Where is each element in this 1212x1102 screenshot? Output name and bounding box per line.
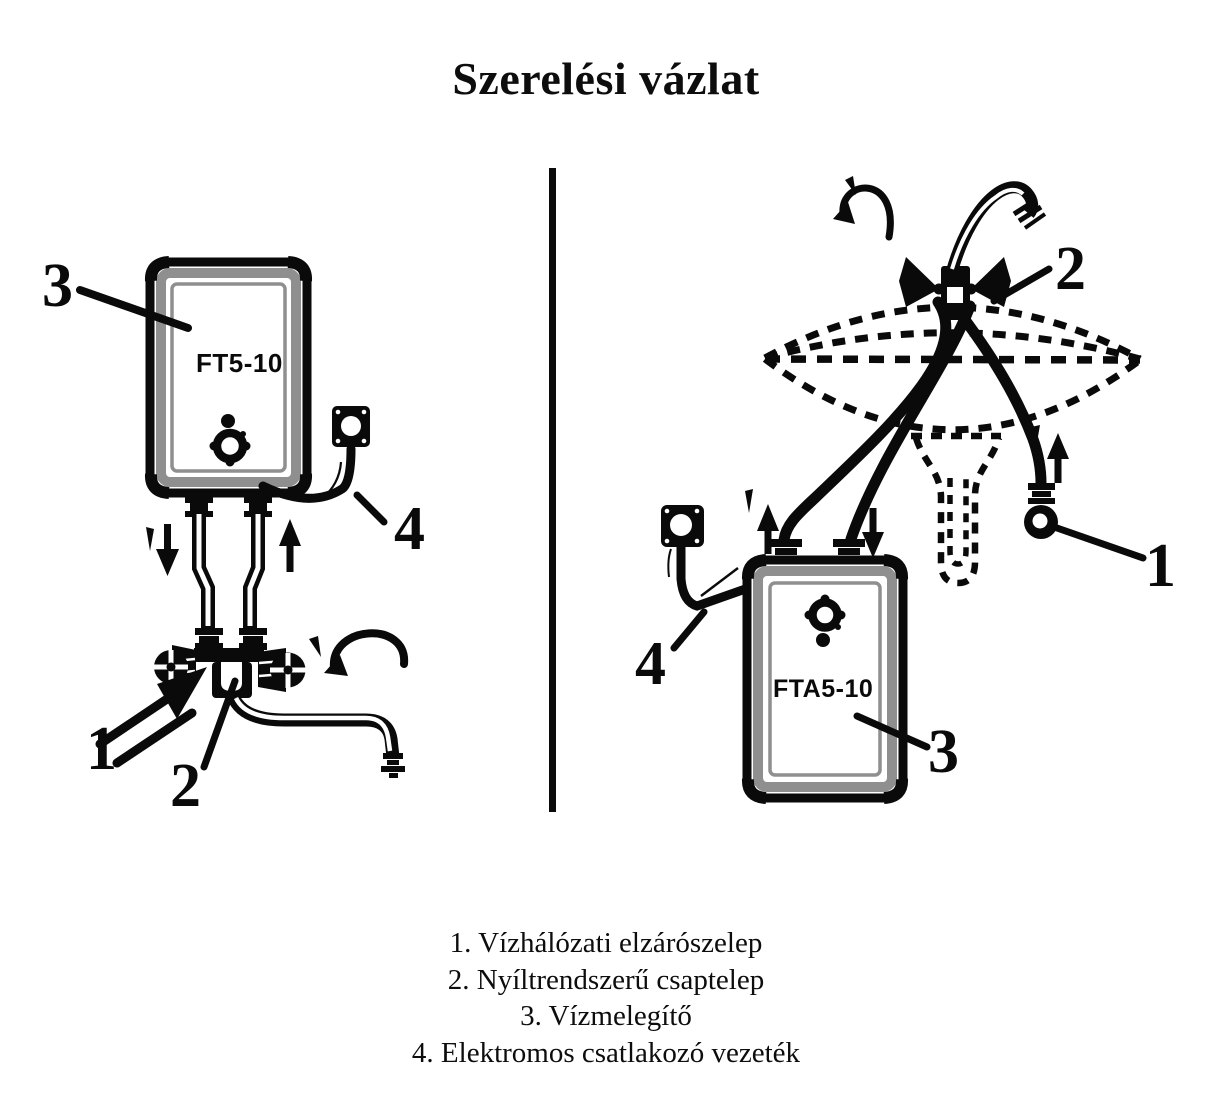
rotate-arrow-icon-right (833, 176, 894, 241)
callout-4-left: 4 (353, 491, 425, 563)
svg-text:1: 1 (1145, 532, 1176, 600)
thermostat-knob-icon-right (804, 594, 846, 647)
right-water-heater: FTA5-10 (741, 539, 909, 804)
legend-item-1: 1. Vízhálózati elzárószelep (449, 927, 763, 959)
right-power-cord (667, 542, 756, 611)
wall-outlet-icon-right (661, 505, 704, 547)
legend-item-2: 2. Nyíltrendszerű csaptelep (447, 963, 765, 996)
svg-text:4: 4 (394, 495, 425, 563)
left-water-heater: FT5-10 (144, 256, 313, 517)
diagram-divider (549, 168, 556, 812)
legend-item-3: 3. Vízmelegítő (520, 1000, 692, 1032)
flow-arrow-up-icon-right (745, 489, 779, 554)
right-basin-tap (899, 181, 1047, 320)
callout-2-right: 2 (990, 235, 1086, 305)
callout-1-left: 1 (86, 667, 207, 783)
left-heater-pipe-unions (185, 495, 272, 517)
shutoff-valve-icon (1024, 483, 1058, 539)
tap-handle-right-icon (965, 257, 1011, 307)
callout-3-left: 3 (42, 252, 192, 332)
flow-arrow-up-icon (279, 519, 301, 572)
tap-wheel-left-icon (154, 650, 188, 684)
left-diagram: FT5-10 (42, 252, 425, 820)
svg-text:1: 1 (86, 715, 117, 783)
legend: 1. Vízhálózati elzárószelep 2. Nyíltrend… (0, 925, 1212, 1071)
right-diagram: FTA5-10 (635, 176, 1176, 804)
callout-3-right: 3 (853, 712, 959, 786)
svg-text:3: 3 (42, 252, 73, 320)
rotate-arrow-icon-left (309, 629, 409, 676)
legend-item-4: 4. Elektromos csatlakozó vezeték (411, 1036, 801, 1069)
svg-text:2: 2 (1055, 235, 1086, 303)
right-hoses (778, 296, 1047, 546)
svg-text:3: 3 (928, 718, 959, 786)
callout-4-right: 4 (635, 608, 708, 698)
flow-arrow-down-icon (146, 524, 179, 576)
page-title: Szerelési vázlat (452, 53, 760, 104)
right-model-label: FTA5-10 (773, 675, 873, 703)
tap-wheel-right-icon (270, 652, 306, 688)
tap-handle-left-icon (899, 257, 945, 307)
callout-1-right: 1 (1053, 524, 1176, 600)
left-pipes (192, 514, 265, 630)
wall-outlet-icon-left (332, 406, 370, 447)
flow-arrow-up-icon-valve (1031, 425, 1069, 483)
left-model-label: FT5-10 (196, 348, 283, 378)
right-heater-pipe-unions (770, 539, 865, 563)
svg-text:4: 4 (635, 630, 666, 698)
thermostat-knob-icon (209, 414, 251, 467)
left-power-cord (258, 444, 356, 503)
flow-arrow-down-icon-right (862, 508, 884, 558)
callout-2-left: 2 (170, 677, 239, 820)
spout-nozzle-icon (381, 753, 405, 778)
spout-nozzle-icon-right (1012, 197, 1047, 230)
svg-text:2: 2 (170, 752, 201, 820)
